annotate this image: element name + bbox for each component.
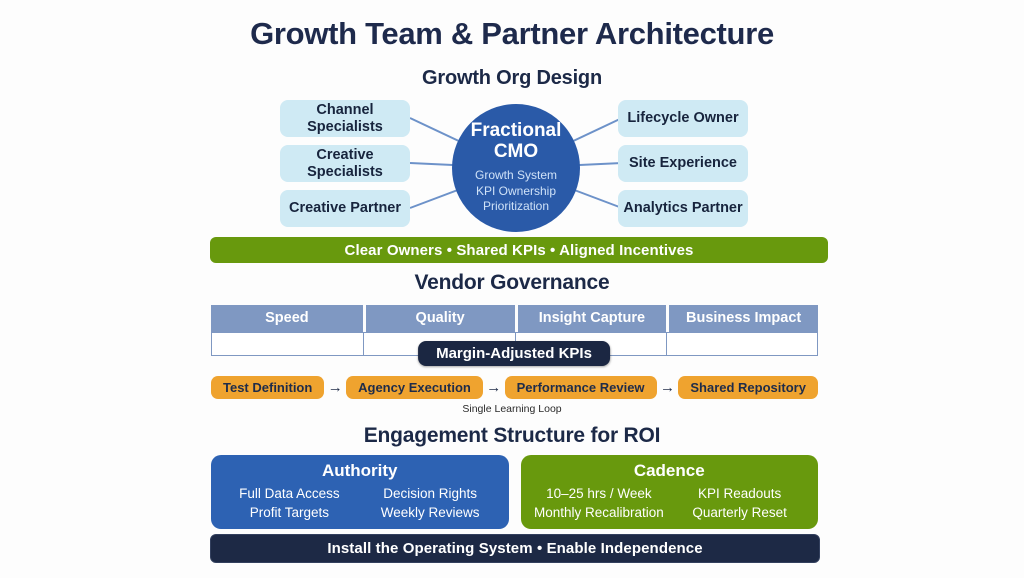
column-header-quality: Quality bbox=[362, 305, 515, 332]
engagement-cards: Authority Full Data Access Decision Righ… bbox=[211, 455, 818, 530]
flow-arrow-icon: → bbox=[486, 379, 502, 396]
table-cell-empty bbox=[212, 333, 363, 355]
table-cell-empty bbox=[363, 333, 514, 355]
column-header-speed: Speed bbox=[211, 305, 363, 332]
authority-item-weekly-reviews: Weekly Reviews bbox=[380, 504, 480, 520]
authority-card: Authority Full Data Access Decision Righ… bbox=[211, 455, 509, 530]
hub-item-kpi-ownership: KPI Ownership bbox=[475, 183, 557, 198]
cadence-item-quarterly-reset: Quarterly Reset bbox=[692, 504, 787, 520]
flow-step-performance-review: Performance Review bbox=[504, 376, 657, 399]
flow-step-agency-execution: Agency Execution bbox=[346, 376, 483, 399]
cadence-card: Cadence 10–25 hrs / Week KPI Readouts Mo… bbox=[520, 455, 818, 530]
authority-item-full-data-access: Full Data Access bbox=[239, 486, 340, 501]
margin-adjusted-kpis-badge: Margin-Adjusted KPIs bbox=[418, 341, 610, 366]
org-box-creative-partner: Creative Partner bbox=[280, 190, 410, 227]
org-box-lifecycle-owner: Lifecycle Owner bbox=[618, 100, 748, 137]
section-title-engagement-structure: Engagement Structure for ROI bbox=[363, 424, 661, 447]
learning-loop-flow: Test Definition → Agency Execution → Per… bbox=[211, 376, 818, 399]
hub-item-prioritization: Prioritization bbox=[482, 199, 550, 214]
org-box-analytics-partner: Analytics Partner bbox=[618, 190, 748, 227]
vendor-governance-table: Speed Quality Insight Capture Business I… bbox=[211, 305, 818, 356]
flow-arrow-icon: → bbox=[659, 379, 675, 396]
cadence-item-kpi-readouts: KPI Readouts bbox=[697, 486, 782, 501]
authority-card-title: Authority bbox=[321, 461, 398, 480]
org-box-channel-specialists: Channel Specialists bbox=[280, 100, 410, 137]
authority-item-decision-rights: Decision Rights bbox=[383, 486, 478, 501]
flow-arrow-icon: → bbox=[327, 379, 343, 396]
single-learning-loop-caption: Single Learning Loop bbox=[462, 403, 562, 415]
governance-table-header: Speed Quality Insight Capture Business I… bbox=[211, 305, 818, 332]
hub-responsibilities: Growth System KPI Ownership Prioritizati… bbox=[475, 168, 557, 215]
section-title-vendor-governance: Vendor Governance bbox=[414, 271, 610, 294]
hub-title-line1: Fractional bbox=[470, 120, 562, 142]
hub-title: Fractional CMO bbox=[471, 121, 562, 162]
section-title-growth-org-design: Growth Org Design bbox=[422, 67, 602, 89]
flow-step-test-definition: Test Definition bbox=[211, 376, 325, 399]
hub-item-growth-system: Growth System bbox=[474, 168, 558, 183]
authority-item-profit-targets: Profit Targets bbox=[249, 504, 330, 520]
cadence-item-monthly-recalibration: Monthly Recalibration bbox=[533, 504, 664, 520]
column-header-insight-capture: Insight Capture bbox=[514, 305, 667, 332]
page-title: Growth Team & Partner Architecture bbox=[250, 16, 774, 51]
cadence-card-items: 10–25 hrs / Week KPI Readouts Monthly Re… bbox=[529, 486, 811, 520]
org-principles-banner: Clear Owners • Shared KPIs • Aligned Inc… bbox=[210, 237, 828, 263]
fractional-cmo-hub: Fractional CMO Growth System KPI Ownersh… bbox=[452, 104, 580, 232]
org-box-site-experience: Site Experience bbox=[618, 145, 748, 182]
authority-card-items: Full Data Access Decision Rights Profit … bbox=[219, 486, 501, 520]
cadence-card-title: Cadence bbox=[633, 461, 705, 480]
hub-title-line2: CMO bbox=[493, 140, 539, 162]
cadence-item-hours-per-week: 10–25 hrs / Week bbox=[546, 486, 652, 501]
org-design-cluster: Channel Specialists Creative Specialists… bbox=[207, 100, 825, 232]
org-box-creative-specialists: Creative Specialists bbox=[280, 145, 410, 182]
operating-system-banner: Install the Operating System • Enable In… bbox=[210, 534, 820, 563]
column-header-business-impact: Business Impact bbox=[666, 305, 818, 332]
flow-step-shared-repository: Shared Repository bbox=[678, 376, 818, 399]
table-cell-empty bbox=[665, 333, 817, 355]
